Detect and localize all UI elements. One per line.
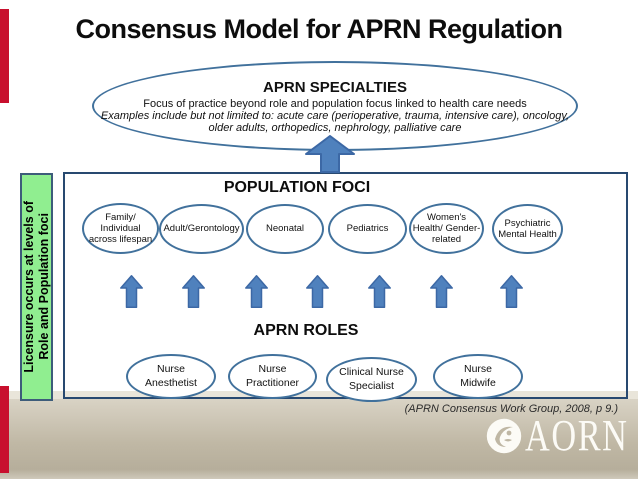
- sidebar-line-2: Role and Population foci: [36, 213, 51, 361]
- licensure-sidebar-label: Licensure occurs at levels of Role and P…: [22, 201, 52, 373]
- specialties-line2: Examples include but not limited to: acu…: [100, 109, 570, 134]
- sidebar-line-1: Licensure occurs at levels of: [21, 201, 36, 373]
- specialties-line1: Focus of practice beyond role and popula…: [143, 97, 527, 110]
- up-arrow-icon: [368, 275, 391, 308]
- footer-band: [0, 399, 638, 479]
- footer-band-strip: [0, 391, 638, 399]
- population-ellipse-pediatrics: Pediatrics: [328, 204, 407, 254]
- population-ellipse-family: Family/ Individual across lifespan: [82, 203, 159, 254]
- aprn-roles-heading: APRN ROLES: [253, 322, 359, 339]
- up-arrow-icon: [306, 275, 329, 308]
- population-ellipse-adult-gerontology: Adult/Gerontology: [159, 204, 244, 254]
- population-ellipse-womens-health: Women's Health/ Gender- related: [409, 203, 484, 254]
- specialties-heading: APRN SPECIALTIES: [263, 78, 407, 96]
- aorn-logo: AORN: [486, 411, 638, 460]
- population-ellipse-neonatal: Neonatal: [246, 204, 324, 254]
- role-ellipse-nurse-practitioner: Nurse Practitioner: [228, 354, 317, 399]
- slide-title: Consensus Model for APRN Regulation: [75, 14, 563, 44]
- licensure-sidebar: Licensure occurs at levels of Role and P…: [20, 173, 53, 401]
- aorn-logo-text: AORN: [525, 411, 629, 460]
- role-ellipse-nurse-anesthetist: Nurse Anesthetist: [126, 354, 216, 399]
- up-arrow-icon: [430, 275, 453, 308]
- red-accent-bar-bottom: [0, 386, 9, 473]
- up-arrow-icon: [245, 275, 268, 308]
- aorn-emblem-icon: [486, 418, 522, 454]
- population-ellipse-psychiatric: Psychiatric Mental Health: [492, 204, 563, 254]
- role-ellipse-nurse-midwife: Nurse Midwife: [433, 354, 523, 399]
- up-arrow-icon: [305, 135, 355, 173]
- up-arrow-icon: [500, 275, 523, 308]
- specialties-ellipse: APRN SPECIALTIES Focus of practice beyon…: [92, 61, 578, 151]
- up-arrow-icon: [182, 275, 205, 308]
- role-ellipse-clinical-nurse-specialist: Clinical Nurse Specialist: [326, 357, 417, 402]
- population-foci-heading: POPULATION FOCI: [223, 179, 371, 196]
- red-accent-bar-top: [0, 9, 9, 103]
- citation-text: (APRN Consensus Work Group, 2008, p 9.): [404, 403, 618, 415]
- up-arrow-icon: [120, 275, 143, 308]
